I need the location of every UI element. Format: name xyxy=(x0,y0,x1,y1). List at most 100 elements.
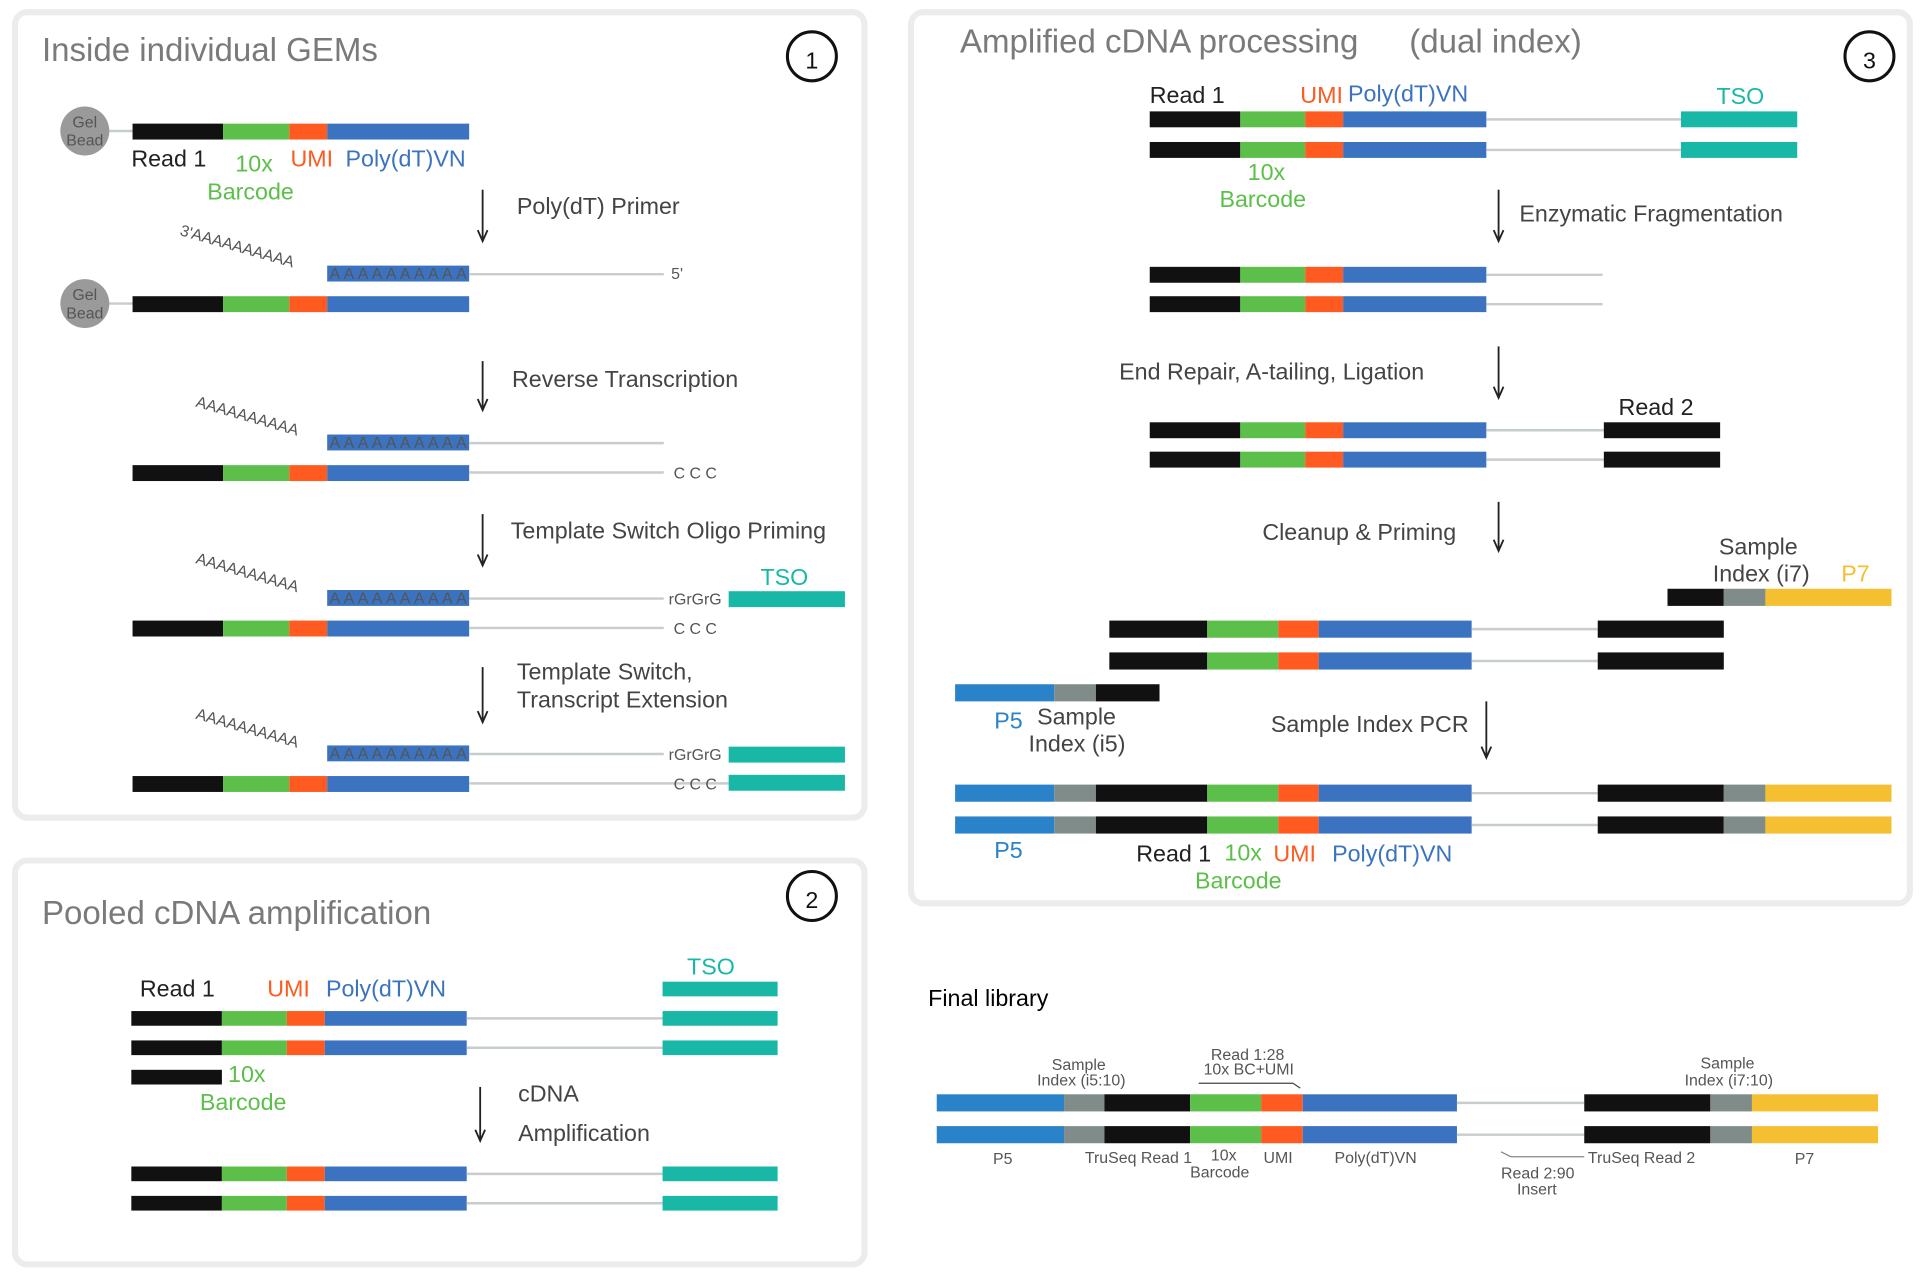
black-segment xyxy=(1095,816,1208,834)
polydt-segment xyxy=(327,745,470,762)
barcode-label: 10x xyxy=(1248,159,1286,185)
read2-bracket xyxy=(1500,1151,1585,1158)
tso-segment xyxy=(728,591,845,608)
umi-label: UMI xyxy=(1273,841,1316,867)
barcode-segment xyxy=(1240,422,1306,439)
gel-bead-icon xyxy=(60,106,110,156)
gel-bead-label: Bead xyxy=(66,305,103,322)
barcode-label: Barcode xyxy=(207,179,294,205)
black-segment xyxy=(1109,652,1208,670)
panel-title: Pooled cDNA amplification xyxy=(42,895,431,932)
step-number: 2 xyxy=(805,887,818,913)
umi-segment xyxy=(1261,1094,1303,1112)
index-segment xyxy=(1723,784,1766,802)
gel-bead-label: Gel xyxy=(72,114,97,131)
index-segment xyxy=(1723,816,1766,834)
black-segment xyxy=(1109,620,1208,638)
p5-segment xyxy=(955,684,1055,702)
p5-segment xyxy=(955,784,1055,802)
barcode-segment xyxy=(1207,816,1279,834)
black-segment xyxy=(132,465,224,482)
black-segment xyxy=(1104,1126,1191,1144)
umi-segment xyxy=(1305,422,1344,439)
polydt-segment xyxy=(324,1011,467,1026)
polydt-segment xyxy=(1343,266,1487,283)
step-number-circle xyxy=(785,30,838,83)
tso-label: TSO xyxy=(760,564,808,590)
step-label: Sample Index PCR xyxy=(1271,711,1469,737)
polydt-segment xyxy=(324,1166,467,1182)
arrow-down-icon xyxy=(476,554,489,568)
read1-label: Read 1 xyxy=(131,145,206,171)
umi-segment xyxy=(286,1195,325,1211)
index-segment xyxy=(1710,1094,1752,1112)
polydt-segment xyxy=(1343,111,1487,128)
barcode-label: 10x xyxy=(1211,1147,1237,1164)
barcode-segment xyxy=(1240,111,1306,128)
p5-segment xyxy=(936,1094,1065,1112)
black-segment xyxy=(1149,111,1241,128)
umi-segment xyxy=(289,296,328,313)
step-number: 3 xyxy=(1863,48,1876,74)
step-label: Cleanup & Priming xyxy=(1262,519,1456,545)
gel-bead-label: Bead xyxy=(66,133,103,150)
barcode-segment xyxy=(223,620,290,637)
black-segment xyxy=(1149,451,1241,468)
step-label: Poly(dT) Primer xyxy=(517,193,680,219)
final-library-title: Final library xyxy=(928,985,1049,1011)
index-segment xyxy=(1723,588,1766,606)
sample-index-label: Sample xyxy=(1701,1056,1755,1073)
index-segment xyxy=(1054,784,1096,802)
polydt-segment xyxy=(324,1040,467,1056)
read1-bracket xyxy=(1198,1082,1301,1089)
read1-label: Read 1 xyxy=(1150,82,1225,108)
step-label: Amplification xyxy=(518,1120,650,1146)
black-segment xyxy=(132,296,224,313)
black-segment xyxy=(1149,296,1241,313)
sample-index-label: Sample xyxy=(1037,704,1116,730)
umi-segment xyxy=(1278,816,1319,834)
polydt-segment xyxy=(327,465,470,482)
polydt-segment xyxy=(1302,1094,1457,1112)
p7-segment xyxy=(1765,588,1892,606)
ccc-label: C C C xyxy=(674,466,717,483)
barcode-segment xyxy=(1190,1126,1262,1144)
umi-label: UMI xyxy=(1264,1150,1293,1167)
polydt-segment xyxy=(1343,141,1487,158)
black-segment xyxy=(1149,266,1241,283)
umi-segment xyxy=(1278,784,1319,802)
polydt-segment xyxy=(1343,451,1487,468)
polydt-label: Poly(dT)VN xyxy=(1332,841,1452,867)
black-segment xyxy=(131,1011,222,1026)
barcode-segment xyxy=(1207,620,1279,638)
tso-label: TSO xyxy=(687,953,735,979)
umi-segment xyxy=(1278,652,1319,670)
gel-bead-label: Gel xyxy=(72,287,97,304)
panel-title: Amplified cDNA processing xyxy=(960,24,1358,61)
umi-segment xyxy=(289,123,328,140)
black-segment xyxy=(131,1195,222,1211)
truseq-read2-label: TruSeq Read 2 xyxy=(1588,1150,1695,1167)
barcode-label: Barcode xyxy=(1219,186,1306,212)
panel-inside-gems xyxy=(11,9,868,821)
index-segment xyxy=(1054,684,1096,702)
black-segment xyxy=(132,776,224,792)
barcode-segment xyxy=(221,1040,287,1056)
umi-label: UMI xyxy=(290,145,333,171)
barcode-label: Barcode xyxy=(1190,1165,1249,1182)
black-segment xyxy=(132,123,224,140)
p5-segment xyxy=(936,1126,1065,1144)
p7-segment xyxy=(1765,784,1892,802)
tso-segment xyxy=(728,746,845,763)
polydt-segment xyxy=(327,434,470,451)
tso-segment xyxy=(1680,111,1798,128)
barcode-segment xyxy=(1190,1094,1262,1112)
p7-label: P7 xyxy=(1795,1151,1815,1168)
umi-segment xyxy=(286,1166,325,1182)
polydt-segment xyxy=(1343,296,1487,313)
ccc-label: C C C xyxy=(674,777,717,794)
barcode-segment xyxy=(1240,266,1306,283)
tso-segment xyxy=(662,1166,778,1182)
barcode-segment xyxy=(1240,451,1306,468)
